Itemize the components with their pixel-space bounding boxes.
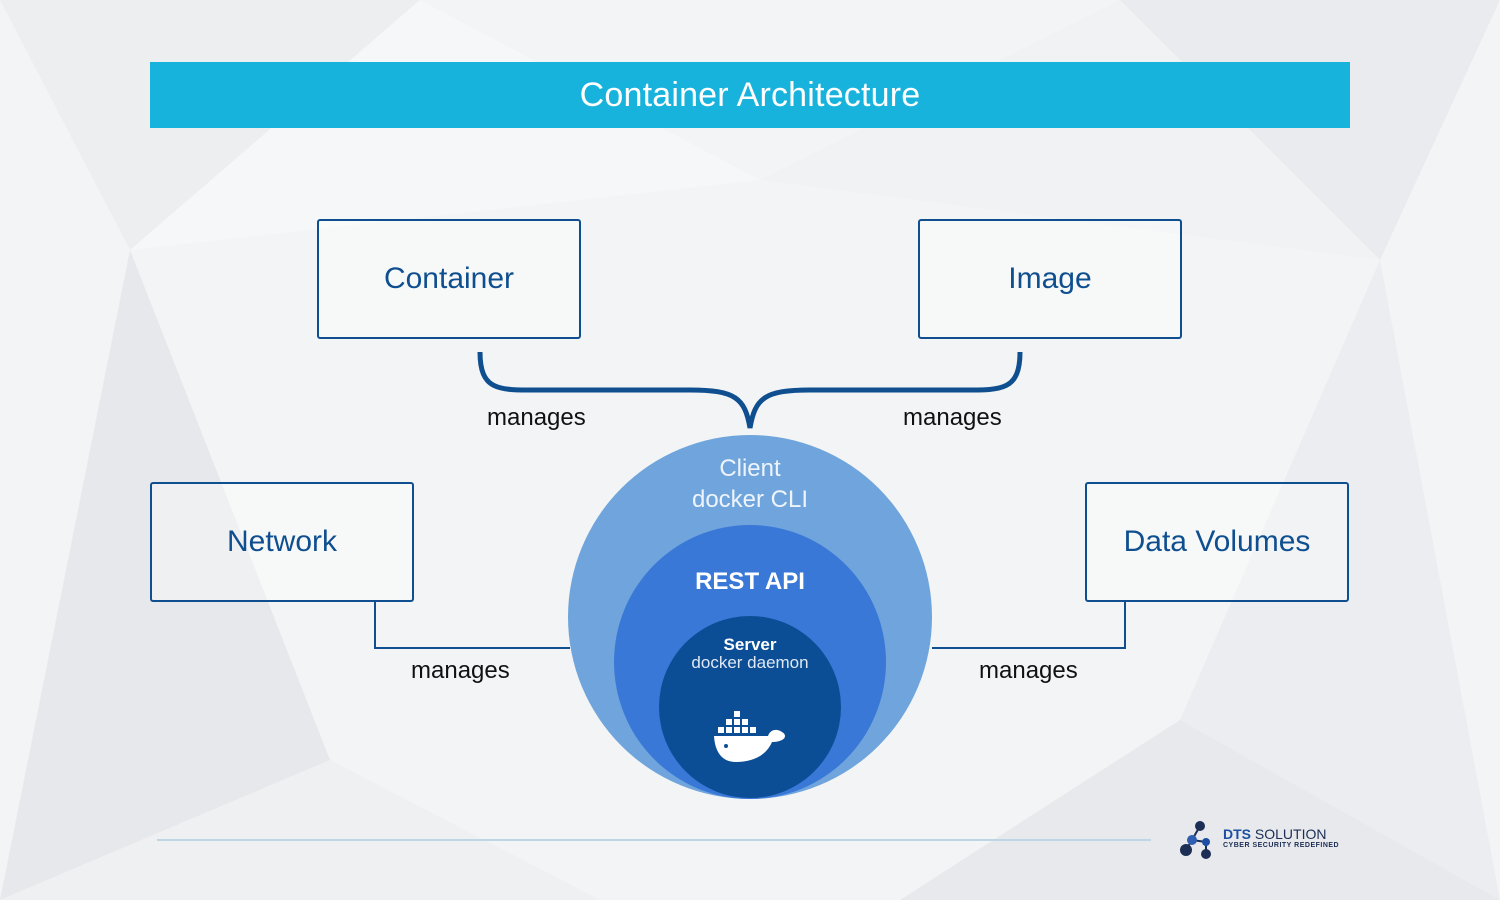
logo-tagline: CYBER SECURITY REDEFINED [1223, 842, 1340, 849]
client-subtitle: docker CLI [691, 486, 809, 513]
rest-api-label: REST API [695, 568, 805, 595]
network-node-label: Network [226, 525, 338, 558]
page-title: Container Architecture [150, 62, 1350, 128]
logo-name: DTS SOLUTION [1223, 826, 1326, 842]
server-title: Server [723, 635, 777, 654]
curly-brace-connector [477, 351, 1023, 429]
docker-whale-icon [714, 711, 785, 762]
image-manages-label: manages [903, 404, 1002, 431]
volumes-manages-label: manages [979, 657, 1078, 684]
volumes-node: Data Volumes [1085, 482, 1349, 602]
network-connector [374, 602, 570, 649]
footer-divider [157, 839, 1151, 841]
container-manages-label: manages [487, 404, 586, 431]
client-title: Client [719, 455, 781, 482]
network-node: Network [150, 482, 414, 602]
network-manages-label: manages [411, 657, 510, 684]
container-node-label: Container [383, 262, 515, 295]
container-node: Container [317, 219, 581, 339]
image-node-label: Image [1008, 262, 1092, 295]
server-circle [659, 616, 841, 798]
logo-name-part1: DTS [1223, 826, 1251, 842]
dts-logo-icon [1180, 821, 1211, 859]
image-node: Image [918, 219, 1182, 339]
volumes-node-label: Data Volumes [1123, 525, 1311, 558]
server-subtitle: docker daemon [691, 653, 809, 672]
logo-name-part2: SOLUTION [1251, 826, 1327, 842]
volumes-connector [932, 602, 1126, 649]
